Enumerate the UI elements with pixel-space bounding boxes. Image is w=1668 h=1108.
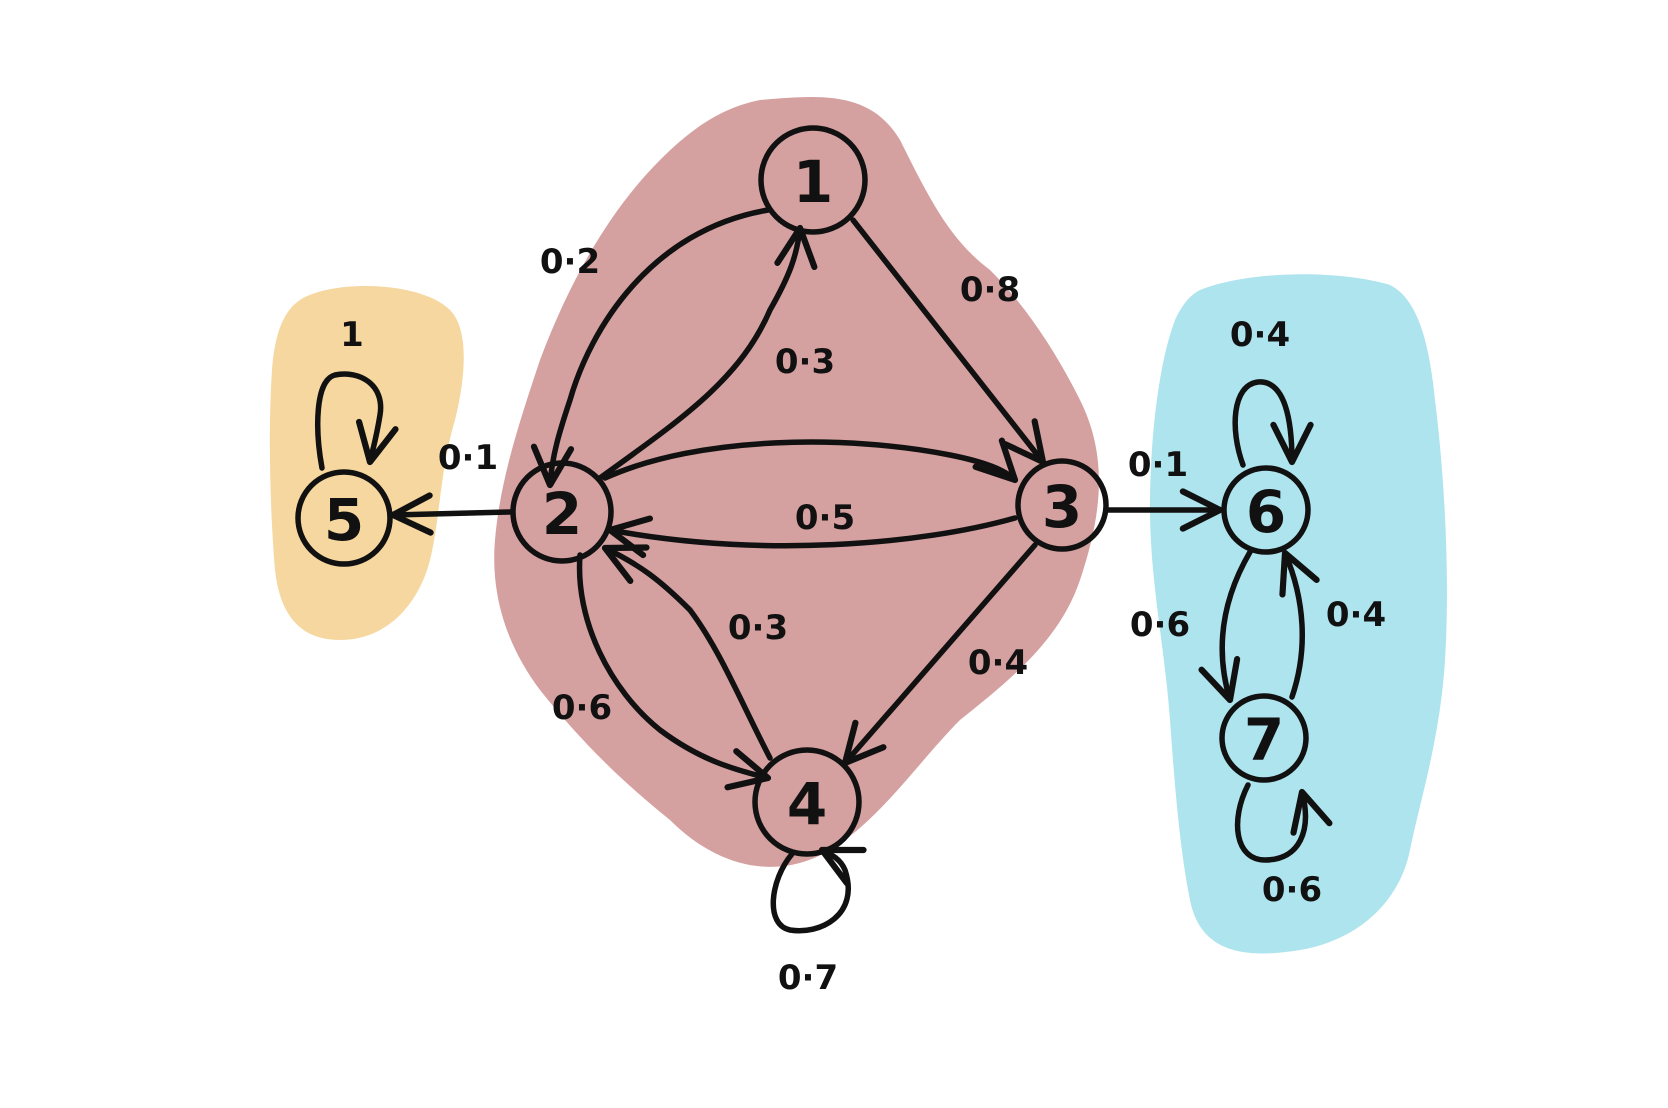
node-2-label: 2 bbox=[542, 480, 582, 548]
node-6-label: 6 bbox=[1246, 478, 1286, 546]
edge-2-to-1 bbox=[597, 224, 818, 481]
node-7-label: 7 bbox=[1244, 706, 1284, 774]
edge-2-to-3 bbox=[602, 437, 1019, 484]
node-7: 7 bbox=[1219, 693, 1309, 783]
edge-label-6-self-loop: 0·4 bbox=[1230, 315, 1290, 355]
edge-7-self-loop bbox=[1234, 782, 1333, 863]
edges bbox=[315, 207, 1333, 934]
edge-label-1-to-3: 0·8 bbox=[960, 270, 1020, 310]
edge-1-to-2 bbox=[530, 207, 771, 489]
edge-3-to-2 bbox=[606, 515, 1018, 559]
node-4: 4 bbox=[752, 747, 862, 857]
edge-label-6-to-7: 0·6 bbox=[1130, 605, 1190, 645]
edge-3-to-4 bbox=[841, 542, 1038, 767]
node-3: 3 bbox=[1015, 458, 1109, 552]
edge-2-to-5 bbox=[389, 492, 513, 536]
edge-label-4-self-loop: 0·7 bbox=[778, 958, 838, 998]
edge-1-to-3 bbox=[850, 217, 1047, 466]
edge-label-7-to-6: 0·4 bbox=[1326, 595, 1386, 635]
node-2: 2 bbox=[510, 460, 614, 564]
edge-4-self-loop bbox=[770, 846, 867, 934]
node-1: 1 bbox=[758, 125, 868, 235]
node-4-label: 4 bbox=[787, 770, 827, 838]
edge-7-to-6 bbox=[1279, 549, 1320, 700]
edge-2-to-4 bbox=[576, 552, 772, 791]
class-blob-left bbox=[269, 286, 464, 640]
node-5-label: 5 bbox=[324, 486, 364, 554]
edge-label-2-to-5: 0·1 bbox=[438, 438, 498, 478]
node-5: 5 bbox=[295, 469, 393, 567]
edge-label-3-to-6: 0·1 bbox=[1128, 445, 1188, 485]
edge-label-1-to-2: 0·2 bbox=[540, 242, 600, 282]
class-blob-center bbox=[494, 96, 1099, 867]
node-1-label: 1 bbox=[793, 148, 833, 216]
node-3-label: 3 bbox=[1042, 473, 1082, 541]
edge-label-7-self-loop: 0·6 bbox=[1262, 870, 1322, 910]
edge-5-self-loop bbox=[315, 371, 399, 471]
edge-6-to-7 bbox=[1198, 549, 1253, 704]
node-6: 6 bbox=[1221, 465, 1311, 555]
edge-label-2-to-1: 0·3 bbox=[775, 342, 835, 382]
edge-label-3-to-4: 0·4 bbox=[968, 643, 1028, 683]
edge-6-self-loop bbox=[1232, 379, 1314, 468]
edge-label-4-to-2: 0·3 bbox=[728, 608, 788, 648]
edge-label-5-self-loop: 1 bbox=[340, 315, 364, 355]
edge-4-to-2 bbox=[601, 544, 773, 761]
edge-label-2-to-4: 0·6 bbox=[552, 688, 612, 728]
edge-labels: 0·2 0·8 0·3 0·5 0·1 0·6 0·3 0·4 0·1 0·7 … bbox=[340, 242, 1386, 998]
edge-label-2-to-3: 0·5 bbox=[795, 498, 855, 538]
